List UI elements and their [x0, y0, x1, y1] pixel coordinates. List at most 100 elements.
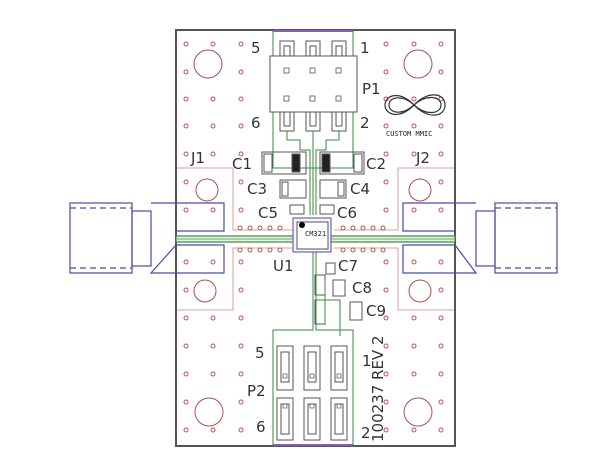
mounting-hole [195, 178, 219, 202]
via [238, 259, 244, 265]
sma-connector-j1 [69, 202, 225, 274]
via [183, 123, 189, 129]
via [238, 123, 244, 129]
via [257, 247, 263, 253]
via [383, 287, 389, 293]
via [360, 247, 366, 253]
via [183, 69, 189, 75]
c2-label: C2 [366, 155, 386, 173]
via [438, 69, 444, 75]
capacitor-c4 [319, 179, 347, 199]
c5-label: C5 [258, 204, 278, 222]
via [183, 287, 189, 293]
u1-label: U1 [273, 257, 294, 275]
c4-label: C4 [350, 180, 370, 198]
mounting-hole [403, 397, 433, 427]
via [411, 343, 417, 349]
via [237, 225, 243, 231]
via [438, 399, 444, 405]
via [238, 399, 244, 405]
via [183, 343, 189, 349]
via [370, 247, 376, 253]
p2-pin5-label: 5 [255, 344, 265, 362]
via [411, 427, 417, 433]
via [238, 151, 244, 157]
capacitor-c9 [349, 301, 363, 321]
via [247, 225, 253, 231]
via [238, 343, 244, 349]
via [257, 225, 263, 231]
via [237, 247, 243, 253]
chip-u1: CM321 [292, 217, 332, 253]
via [438, 315, 444, 321]
via [438, 151, 444, 157]
j2-label: J2 [415, 149, 430, 167]
via [380, 247, 386, 253]
pin1-marker [299, 222, 305, 228]
j1-label: J1 [190, 149, 205, 167]
p2-pin1-label: 1 [362, 352, 372, 370]
via [438, 41, 444, 47]
via [183, 259, 189, 265]
mounting-hole [408, 178, 432, 202]
header-p1-body [269, 55, 358, 113]
via [238, 41, 244, 47]
via [383, 315, 389, 321]
capacitor-c2 [319, 151, 365, 175]
via [247, 247, 253, 253]
via [383, 207, 389, 213]
header-p2 [276, 345, 348, 441]
via [411, 315, 417, 321]
c9-label: C9 [366, 302, 386, 320]
mounting-hole [408, 279, 432, 303]
mounting-hole [193, 49, 223, 79]
mounting-holes [193, 49, 433, 427]
via [267, 225, 273, 231]
logo-text: CUSTOM MMIC [386, 130, 432, 138]
via [238, 315, 244, 321]
via-grid [183, 41, 444, 433]
via [383, 259, 389, 265]
via [438, 123, 444, 129]
via [238, 207, 244, 213]
via [238, 96, 244, 102]
via [411, 96, 417, 102]
via [210, 207, 216, 213]
p1-label: P1 [362, 80, 381, 98]
via [210, 123, 216, 129]
via [370, 225, 376, 231]
via [383, 69, 389, 75]
p1-pin2-label: 2 [360, 114, 370, 132]
via [210, 315, 216, 321]
via [438, 343, 444, 349]
via [383, 343, 389, 349]
c8-label: C8 [352, 279, 372, 297]
via [277, 247, 283, 253]
infinity-logo [384, 94, 446, 116]
via [340, 225, 346, 231]
capacitor-c8 [332, 279, 346, 297]
mounting-hole [403, 49, 433, 79]
via [210, 371, 216, 377]
via [210, 41, 216, 47]
header-p1 [269, 31, 358, 215]
via [438, 287, 444, 293]
via [438, 179, 444, 185]
via [411, 151, 417, 157]
via [183, 151, 189, 157]
via [360, 225, 366, 231]
c3-label: C3 [247, 180, 267, 198]
via [238, 427, 244, 433]
via [238, 287, 244, 293]
mounting-hole [194, 397, 224, 427]
via [383, 123, 389, 129]
via [210, 96, 216, 102]
sma-connector-j2 [402, 202, 558, 274]
c6-label: C6 [337, 204, 357, 222]
p1-pin5-label: 5 [251, 39, 261, 57]
connector-keepout [176, 167, 455, 311]
via [411, 259, 417, 265]
via [438, 427, 444, 433]
via [380, 225, 386, 231]
